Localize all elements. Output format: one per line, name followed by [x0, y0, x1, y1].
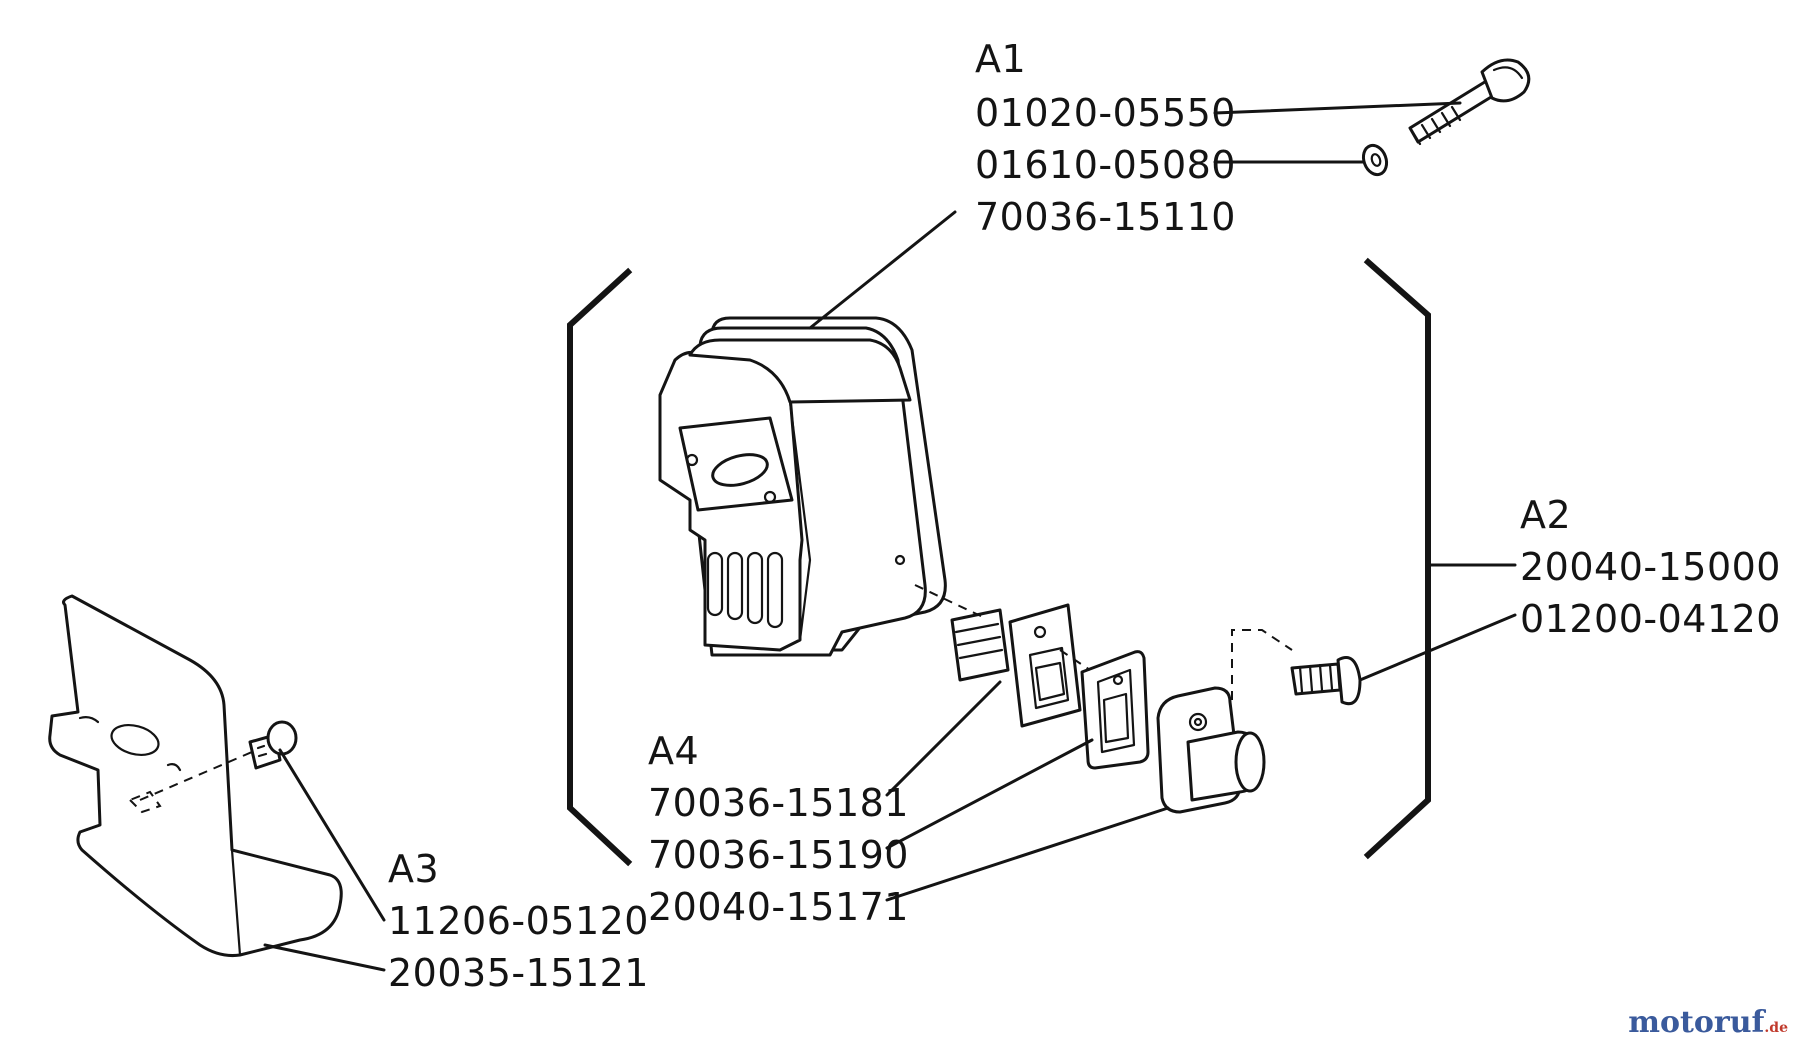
label-a3-part-1: 11206-05120: [388, 899, 649, 943]
heat-shield: [48, 594, 343, 957]
leader-a4-flange: [885, 806, 1170, 902]
alignment-line-flange: [1231, 629, 1293, 700]
lock-washer: [1361, 143, 1389, 177]
label-a1-title: A1: [975, 37, 1026, 81]
label-a3-part-2: 20035-15121: [388, 951, 649, 995]
label-a4-part-2: 70036-15190: [648, 833, 909, 877]
muffler-bolt: [1408, 58, 1531, 146]
alignment-line-shield: [139, 751, 253, 801]
label-a4-part-3: 20040-15171: [648, 885, 909, 929]
leader-a4-gasket: [885, 738, 1094, 850]
exhaust-flange: [1156, 686, 1266, 814]
leader-a1-bolt: [1213, 101, 1462, 115]
assembly-bracket-left: [567, 267, 633, 867]
leader-a4-screen: [885, 680, 1002, 797]
label-a4-title: A4: [648, 729, 699, 773]
label-a3-title: A3: [388, 847, 439, 891]
label-a2-title: A2: [1520, 493, 1571, 537]
assembly-bracket-right: [1363, 257, 1431, 860]
watermark-logo: motoruf.de: [1628, 1005, 1788, 1040]
spark-arrester-screen: [950, 603, 1082, 728]
leader-a3-shield: [263, 943, 386, 972]
alignment-line-gasket: [1059, 649, 1091, 671]
label-a4-part-1: 70036-15181: [648, 781, 909, 825]
leader-a1-muffler: [808, 210, 957, 330]
leader-a2-screw: [1358, 613, 1517, 682]
label-a1-part-1: 01020-05550: [975, 91, 1236, 135]
flange-screw: [1290, 656, 1362, 706]
muffler-gasket: [1080, 650, 1150, 770]
watermark-text: motoruf: [1628, 1005, 1765, 1040]
label-a1-part-2: 01610-05080: [975, 143, 1236, 187]
shield-bolt: [248, 720, 298, 770]
label-a2-part-2: 01200-04120: [1520, 597, 1781, 641]
label-a2-part-1: 20040-15000: [1520, 545, 1781, 589]
watermark-suffix: .de: [1764, 1020, 1788, 1036]
alignment-line-screen: [914, 584, 986, 619]
leader-a3-bolt: [278, 748, 386, 922]
muffler-body: [658, 316, 947, 657]
label-a1-part-3: 70036-15110: [975, 195, 1236, 239]
